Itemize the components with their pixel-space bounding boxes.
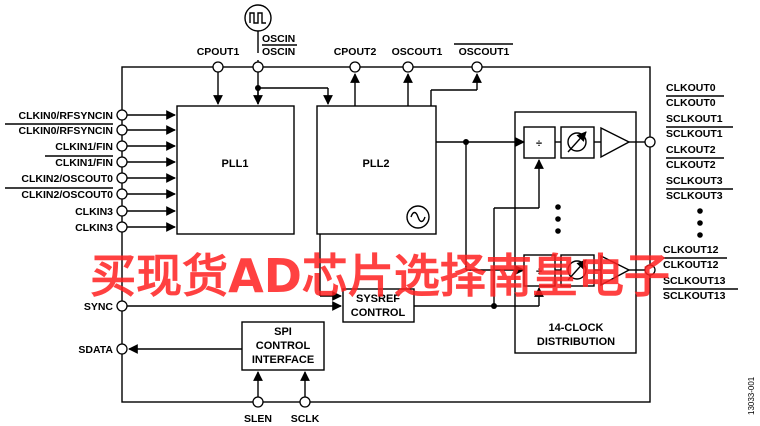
pin-clkin0-n [116, 124, 128, 136]
distribution-label-2: DISTRIBUTION [537, 336, 615, 348]
pin-oscout1 [402, 61, 414, 73]
pin-clkout-top [644, 136, 656, 148]
watermark-text: 买现货AD芯片选择南皇电子 [90, 249, 670, 303]
left-input-arrows [127, 110, 176, 232]
pin-clkin0 [116, 109, 128, 121]
label-sclkout1-n: SCLKOUT1 [666, 128, 723, 140]
label-sclkout1: SCLKOUT1 [666, 113, 723, 125]
right-labels-bottom: CLKOUT12 CLKOUT12 SCLKOUT13 SCLKOUT13 [663, 244, 738, 302]
oscillator-icon [244, 4, 272, 32]
label-sclk: SCLK [291, 413, 320, 425]
label-clkin2-n: CLKIN2/OSCOUT0 [21, 189, 113, 201]
pin-clkin1 [116, 140, 128, 152]
divider-symbol-top: ÷ [536, 138, 542, 150]
label-oscout1: OSCOUT1 [392, 46, 443, 58]
label-cpout2: CPOUT2 [334, 46, 377, 58]
distribution-label-1: 14-CLOCK [548, 322, 603, 334]
divider-symbol-bottom: ÷ [536, 266, 542, 278]
label-sync: SYNC [84, 301, 114, 313]
label-sclkout13: SCLKOUT13 [663, 275, 726, 287]
label-clkout12-n: CLKOUT12 [663, 259, 719, 271]
label-sclkout3-n: SCLKOUT3 [666, 190, 723, 202]
spi-control-block [241, 321, 325, 371]
pin-oscin [252, 61, 264, 73]
label-clkout2-n: CLKOUT2 [666, 159, 716, 171]
label-clkout2: CLKOUT2 [666, 144, 716, 156]
label-clkin1: CLKIN1/FIN [55, 141, 113, 153]
pin-clkin3-n [116, 221, 128, 233]
label-sclkout13-n: SCLKOUT13 [663, 290, 726, 302]
pin-sclk [299, 396, 311, 408]
label-oscin-n: OSCIN [262, 46, 295, 58]
divider-block-top [523, 126, 556, 159]
pin-clkin1-n [116, 156, 128, 168]
sysref-label-2: CONTROL [351, 307, 406, 319]
pin-cpout1 [212, 61, 224, 73]
pin-slen [252, 396, 264, 408]
label-oscout1-n: OSCOUT1 [459, 46, 510, 58]
pin-cpout2 [349, 61, 361, 73]
spi-label-3: INTERFACE [252, 354, 314, 366]
pll2-label: PLL2 [363, 158, 390, 170]
label-clkin3: CLKIN3 [75, 206, 113, 218]
pin-oscout1-n [471, 61, 483, 73]
label-clkin1-n: CLKIN1/FIN [55, 157, 113, 169]
label-clkin0: CLKIN0/RFSYNCIN [18, 110, 113, 122]
pin-sdata [116, 343, 128, 355]
pin-clkin2 [116, 172, 128, 184]
label-sdata: SDATA [78, 344, 113, 356]
label-clkin3-n: CLKIN3 [75, 222, 113, 234]
pll1-label: PLL1 [222, 158, 249, 170]
label-slen: SLEN [244, 413, 272, 425]
label-clkout12: CLKOUT12 [663, 244, 719, 256]
divider-block-bottom [523, 254, 556, 287]
label-clkout0: CLKOUT0 [666, 82, 716, 94]
label-cpout1: CPOUT1 [197, 46, 240, 58]
pll1-block [176, 105, 295, 235]
label-clkout0-n: CLKOUT0 [666, 97, 716, 109]
figure-id: 13033-001 [747, 376, 756, 415]
label-sclkout3: SCLKOUT3 [666, 175, 723, 187]
sysref-label-1: SYSREF [356, 293, 400, 305]
pin-clkout-bottom [644, 264, 656, 276]
phase-delay-icon-bottom [567, 259, 587, 281]
pin-sync [116, 300, 128, 312]
spi-label-1: SPI [274, 326, 292, 338]
label-clkin2: CLKIN2/OSCOUT0 [21, 173, 113, 185]
delay-block-top [560, 126, 595, 159]
pin-clkin2-n [116, 188, 128, 200]
label-clkin0-n: CLKIN0/RFSYNCIN [18, 125, 113, 137]
right-labels-top: CLKOUT0 CLKOUT0 SCLKOUT1 SCLKOUT1 CLKOUT… [666, 82, 733, 202]
label-oscin: OSCIN [262, 33, 295, 45]
spi-label-2: CONTROL [256, 340, 311, 352]
vco-icon [406, 205, 430, 229]
phase-delay-icon-top [567, 131, 587, 153]
pin-clkin3 [116, 205, 128, 217]
